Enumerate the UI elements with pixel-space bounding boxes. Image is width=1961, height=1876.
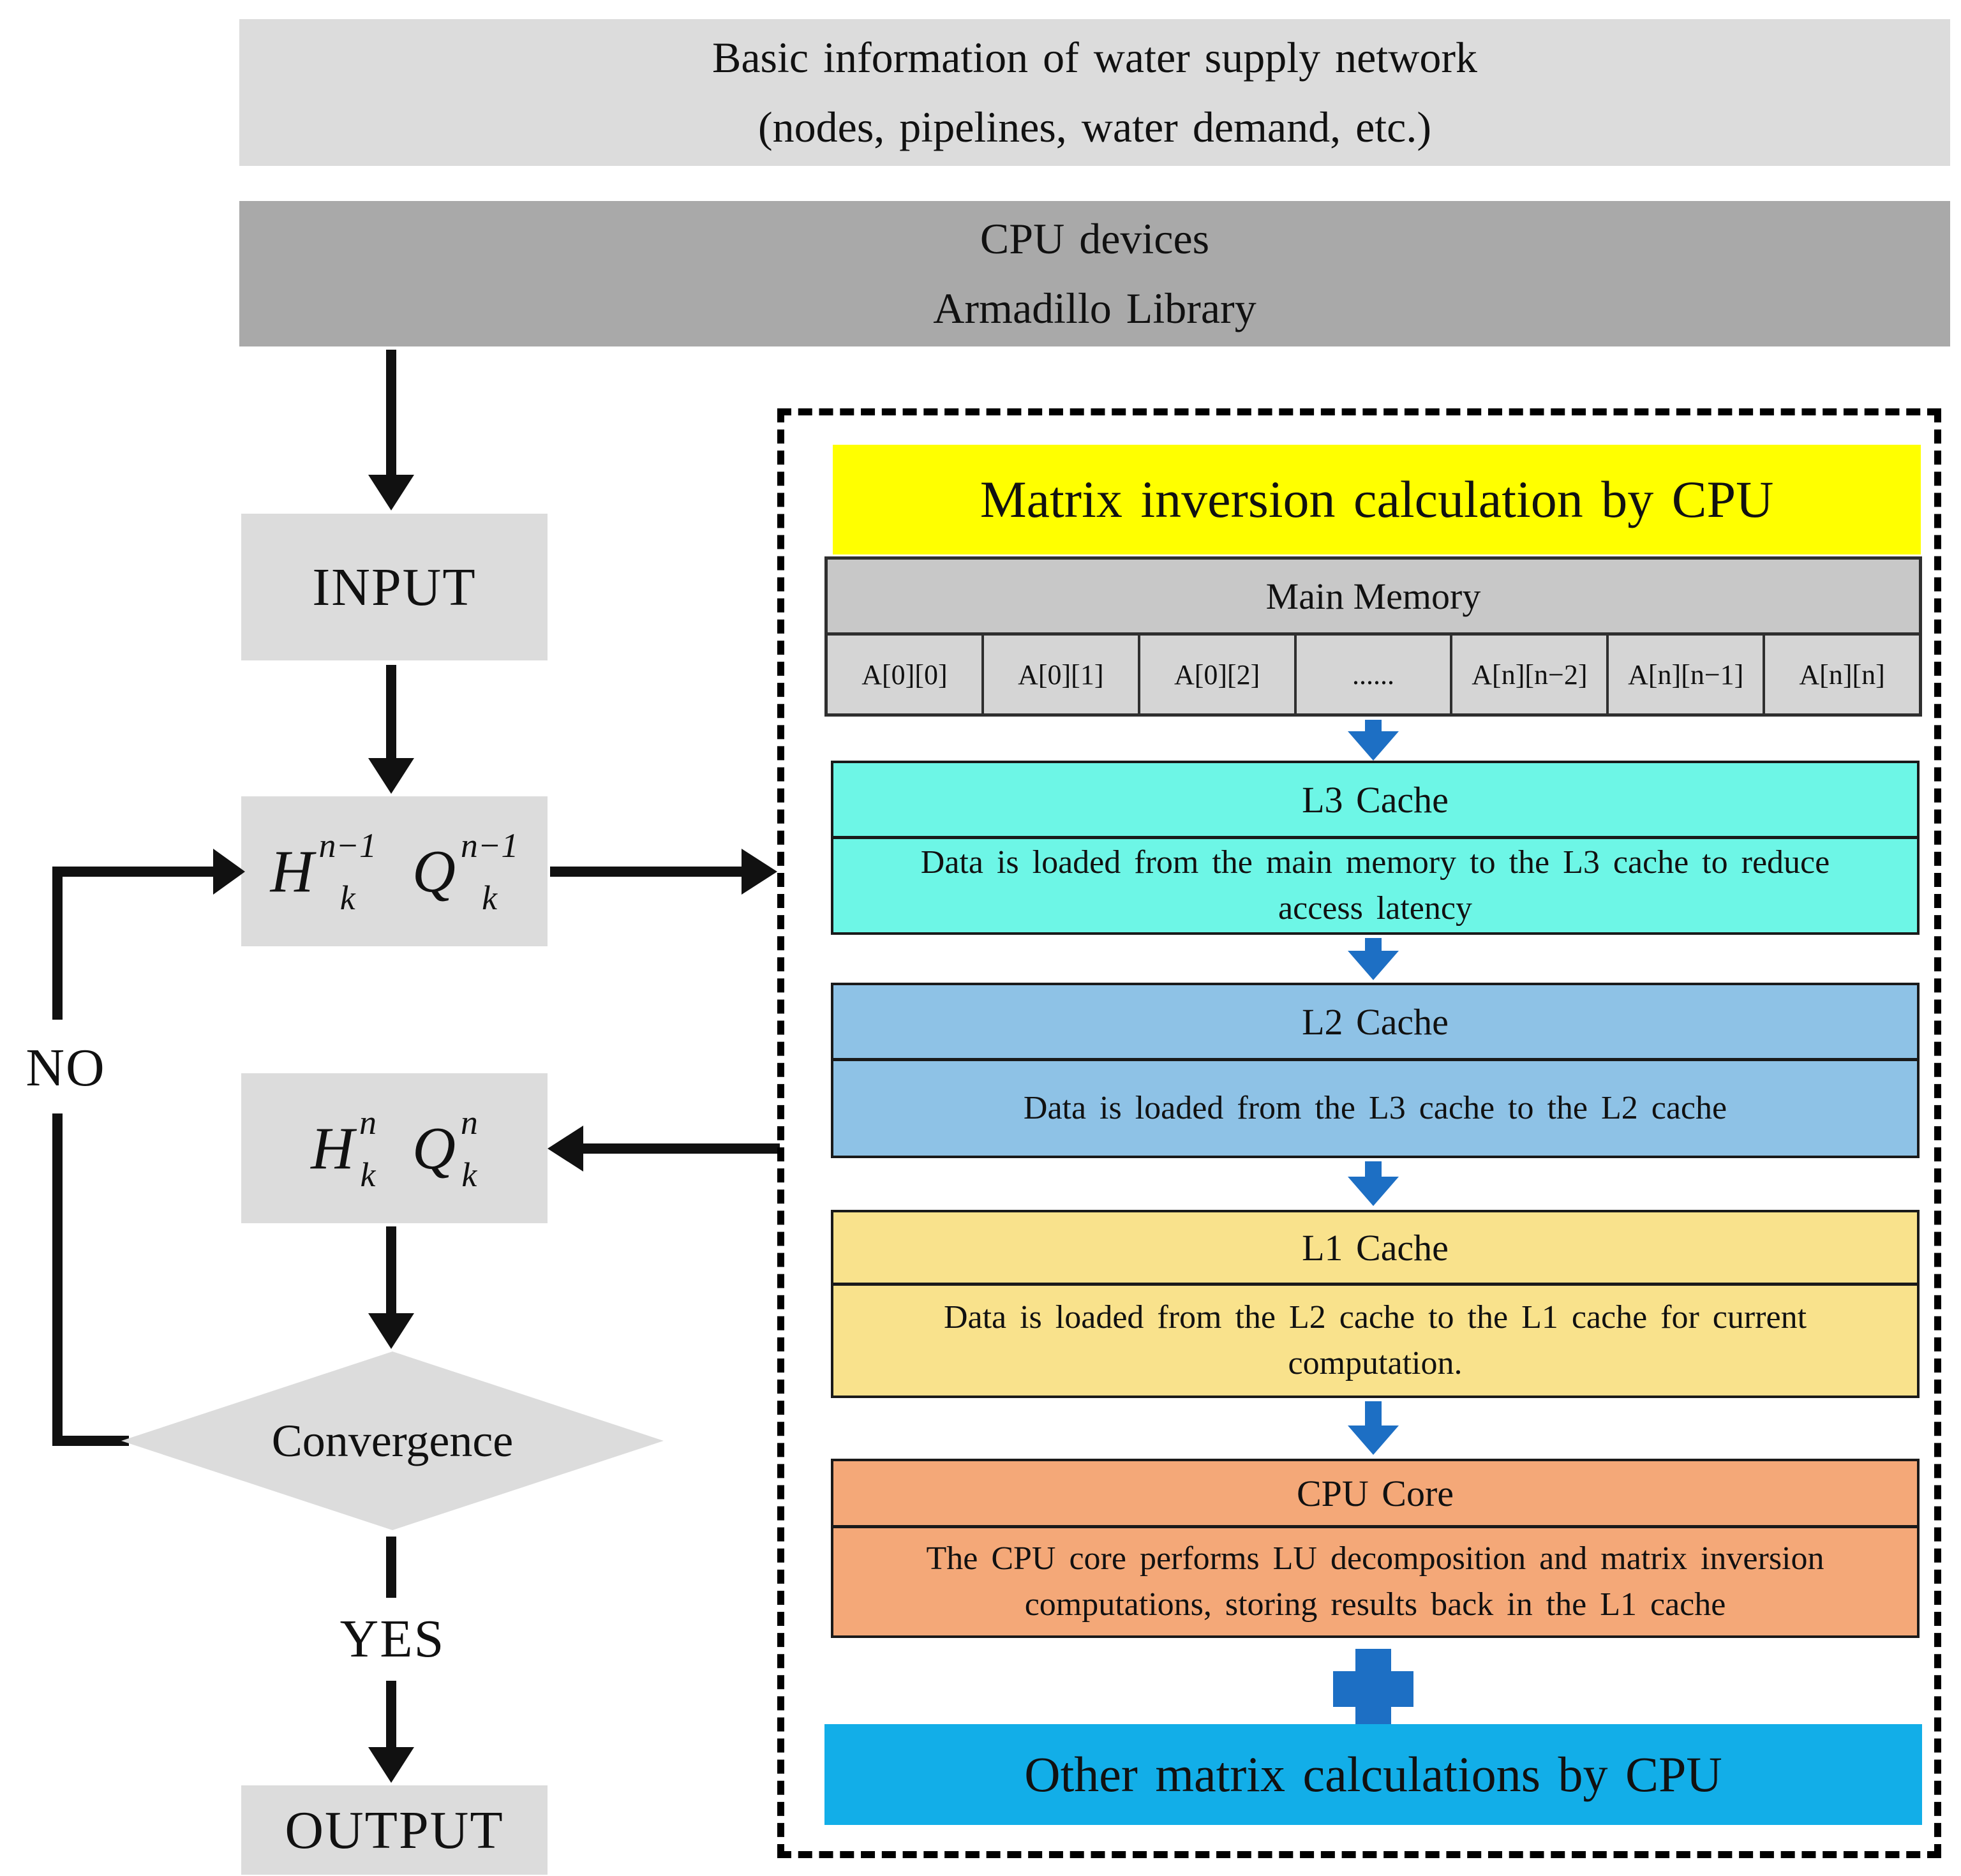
h-superscript: n−1 (318, 826, 377, 865)
arrow-stem (386, 1681, 396, 1747)
l1-cache-title: L1 Cache (833, 1212, 1917, 1286)
cpu-panel-border (777, 408, 1941, 1858)
input-label: INPUT (312, 557, 477, 617)
basic-info-line2: (nodes, pipelines, water demand, etc.) (758, 103, 1431, 151)
yes-connector-line (386, 1537, 396, 1598)
memory-cell: A[n][n] (1763, 636, 1920, 713)
no-line-vertical-lower (52, 1113, 63, 1446)
l3-cache-box: L3 Cache Data is loaded from the main me… (831, 761, 1920, 935)
arrow-head-icon (1348, 951, 1399, 980)
arrow-stem (583, 1143, 780, 1154)
arrow-stem (386, 665, 396, 758)
no-label: NO (5, 1026, 126, 1109)
q-scripts: n k (461, 1105, 478, 1192)
memory-cell: A[0][1] (981, 636, 1138, 713)
q-subscript: k (482, 878, 498, 917)
memory-cell: A[0][2] (1137, 636, 1294, 713)
other-calculations-box: Other matrix calculations by CPU (824, 1724, 1922, 1825)
no-label-text: NO (26, 1038, 106, 1098)
cpu-devices-line1: CPU devices (980, 214, 1210, 264)
panel-title: Matrix inversion calculation by CPU (833, 445, 1921, 555)
l3-cache-title: L3 Cache (833, 763, 1917, 839)
q-scripts: n−1 k (461, 828, 518, 915)
memory-cell: A[0][0] (828, 636, 981, 713)
q-prev-variable: Q n−1 k (412, 828, 518, 915)
input-box: INPUT (241, 514, 548, 660)
arrow-stem (1365, 1401, 1382, 1427)
q-base: Q (412, 1115, 456, 1182)
arrow-head-icon (368, 475, 414, 510)
arrow-head-icon (1348, 731, 1399, 761)
memory-cell: A[n][n−2] (1450, 636, 1607, 713)
convergence-diamond: Convergence (121, 1351, 664, 1530)
arrow-head-icon (548, 1126, 583, 1172)
h-superscript: n (359, 1103, 377, 1142)
h-scripts: n k (359, 1105, 377, 1192)
arrow-stem (386, 350, 396, 475)
basic-info-box: Basic information of water supply networ… (239, 19, 1950, 166)
panel-title-text: Matrix inversion calculation by CPU (980, 470, 1774, 528)
memory-cell: ...... (1294, 636, 1450, 713)
prev-iteration-box: H n−1 k Q n−1 k (241, 796, 548, 946)
arrow-stem (386, 1226, 396, 1313)
no-line-bottom (52, 1436, 129, 1446)
plus-horizontal-bar (1333, 1671, 1413, 1707)
convergence-label: Convergence (271, 1415, 514, 1466)
l3-cache-description: Data is loaded from the main memory to t… (920, 844, 1830, 927)
h-subscript: k (339, 878, 355, 917)
l2-cache-description: Data is loaded from the L3 cache to the … (1023, 1090, 1727, 1127)
output-label: OUTPUT (285, 1800, 504, 1860)
h-base: H (311, 1115, 354, 1182)
cpu-devices-line2: Armadillo Library (933, 284, 1256, 332)
memory-header-text: Main Memory (1265, 575, 1481, 617)
arrow-head-icon (1348, 1177, 1399, 1206)
h-curr-variable: H n k (311, 1105, 377, 1192)
h-base: H (270, 838, 314, 905)
l2-cache-title: L2 Cache (833, 985, 1917, 1061)
other-calculations-label: Other matrix calculations by CPU (1024, 1746, 1722, 1802)
arrow-head-icon (1348, 1426, 1399, 1455)
cpu-core-box: CPU Core The CPU core performs LU decomp… (831, 1459, 1920, 1638)
h-scripts: n−1 k (319, 828, 377, 915)
q-superscript: n−1 (460, 826, 519, 865)
memory-cells-row: A[0][0] A[0][1] A[0][2] ...... A[n][n−2]… (828, 636, 1920, 713)
q-superscript: n (460, 1103, 478, 1142)
arrow-head-icon (742, 849, 777, 895)
cpu-devices-box: CPU devices Armadillo Library (239, 201, 1950, 346)
current-iteration-box: H n k Q n k (241, 1073, 548, 1223)
q-base: Q (412, 838, 456, 905)
cpu-core-title: CPU Core (833, 1461, 1917, 1528)
output-box: OUTPUT (241, 1785, 548, 1875)
arrow-head-icon (368, 1313, 414, 1349)
arrow-stem (1365, 720, 1382, 734)
yes-label: YES (294, 1600, 491, 1677)
q-subscript: k (461, 1155, 477, 1194)
basic-info-line1: Basic information of water supply networ… (712, 33, 1477, 82)
h-subscript: k (360, 1155, 376, 1194)
cpu-core-description: The CPU core performs LU decomposition a… (926, 1540, 1824, 1623)
arrow-stem (1365, 938, 1382, 952)
l1-cache-box: L1 Cache Data is loaded from the L2 cach… (831, 1210, 1920, 1398)
l1-cache-description: Data is loaded from the L2 cache to the … (943, 1299, 1807, 1381)
yes-label-text: YES (339, 1609, 445, 1669)
no-line-vertical-upper (52, 867, 63, 1020)
arrow-stem (1365, 1161, 1382, 1178)
arrow-head-icon (368, 1747, 414, 1783)
h-prev-variable: H n−1 k (271, 828, 377, 915)
arrow-head-icon (213, 849, 245, 895)
arrow-stem (550, 867, 742, 877)
main-memory-table: Main Memory A[0][0] A[0][1] A[0][2] ....… (824, 556, 1922, 717)
memory-cell: A[n][n−1] (1606, 636, 1763, 713)
arrow-head-icon (368, 758, 414, 794)
no-line-top (52, 867, 213, 877)
l2-cache-box: L2 Cache Data is loaded from the L3 cach… (831, 983, 1920, 1158)
q-curr-variable: Q n k (412, 1105, 478, 1192)
memory-header: Main Memory (828, 560, 1919, 636)
